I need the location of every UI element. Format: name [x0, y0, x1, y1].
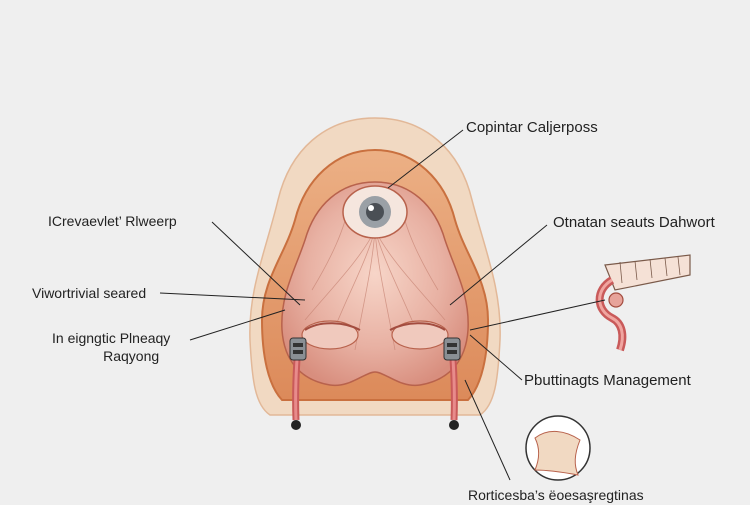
label-left-3-line1: In eigngtic Plneaqy [52, 330, 171, 346]
label-left-1: ICrevaevlet’ Rlweerp [48, 213, 177, 229]
inset-circle-icon [525, 415, 591, 481]
leader-line-right-3 [469, 299, 606, 331]
leader-line-right-1 [449, 224, 548, 306]
lower-structures [301, 320, 449, 350]
leader-line-left-1 [211, 221, 301, 306]
label-right-2: Pbuttinagts Management [524, 372, 691, 389]
label-left-3-line2: Raqyong [103, 348, 160, 364]
leader-line-bottom [464, 379, 511, 481]
leader-line-top-right [387, 129, 464, 189]
leader-line-left-3 [189, 309, 286, 341]
label-left-3: In eigngtic Plneaqy Raqyong [52, 329, 170, 365]
label-right-1: Otnatan seauts Dahwort [553, 214, 715, 231]
eye-icon [342, 185, 408, 239]
leader-lines [159, 129, 606, 481]
tube-icon [595, 254, 691, 352]
label-left-2: Viwortrivial seared [32, 285, 147, 301]
leader-line-right-2 [469, 334, 523, 381]
label-bottom: Rorticesba’s ëoesaşregtinas [468, 487, 644, 503]
clamp-icon [443, 337, 461, 361]
leader-line-left-2 [159, 292, 306, 301]
clamp-icon [289, 337, 307, 361]
label-top-right: Copintar Caljerposs [466, 119, 598, 136]
